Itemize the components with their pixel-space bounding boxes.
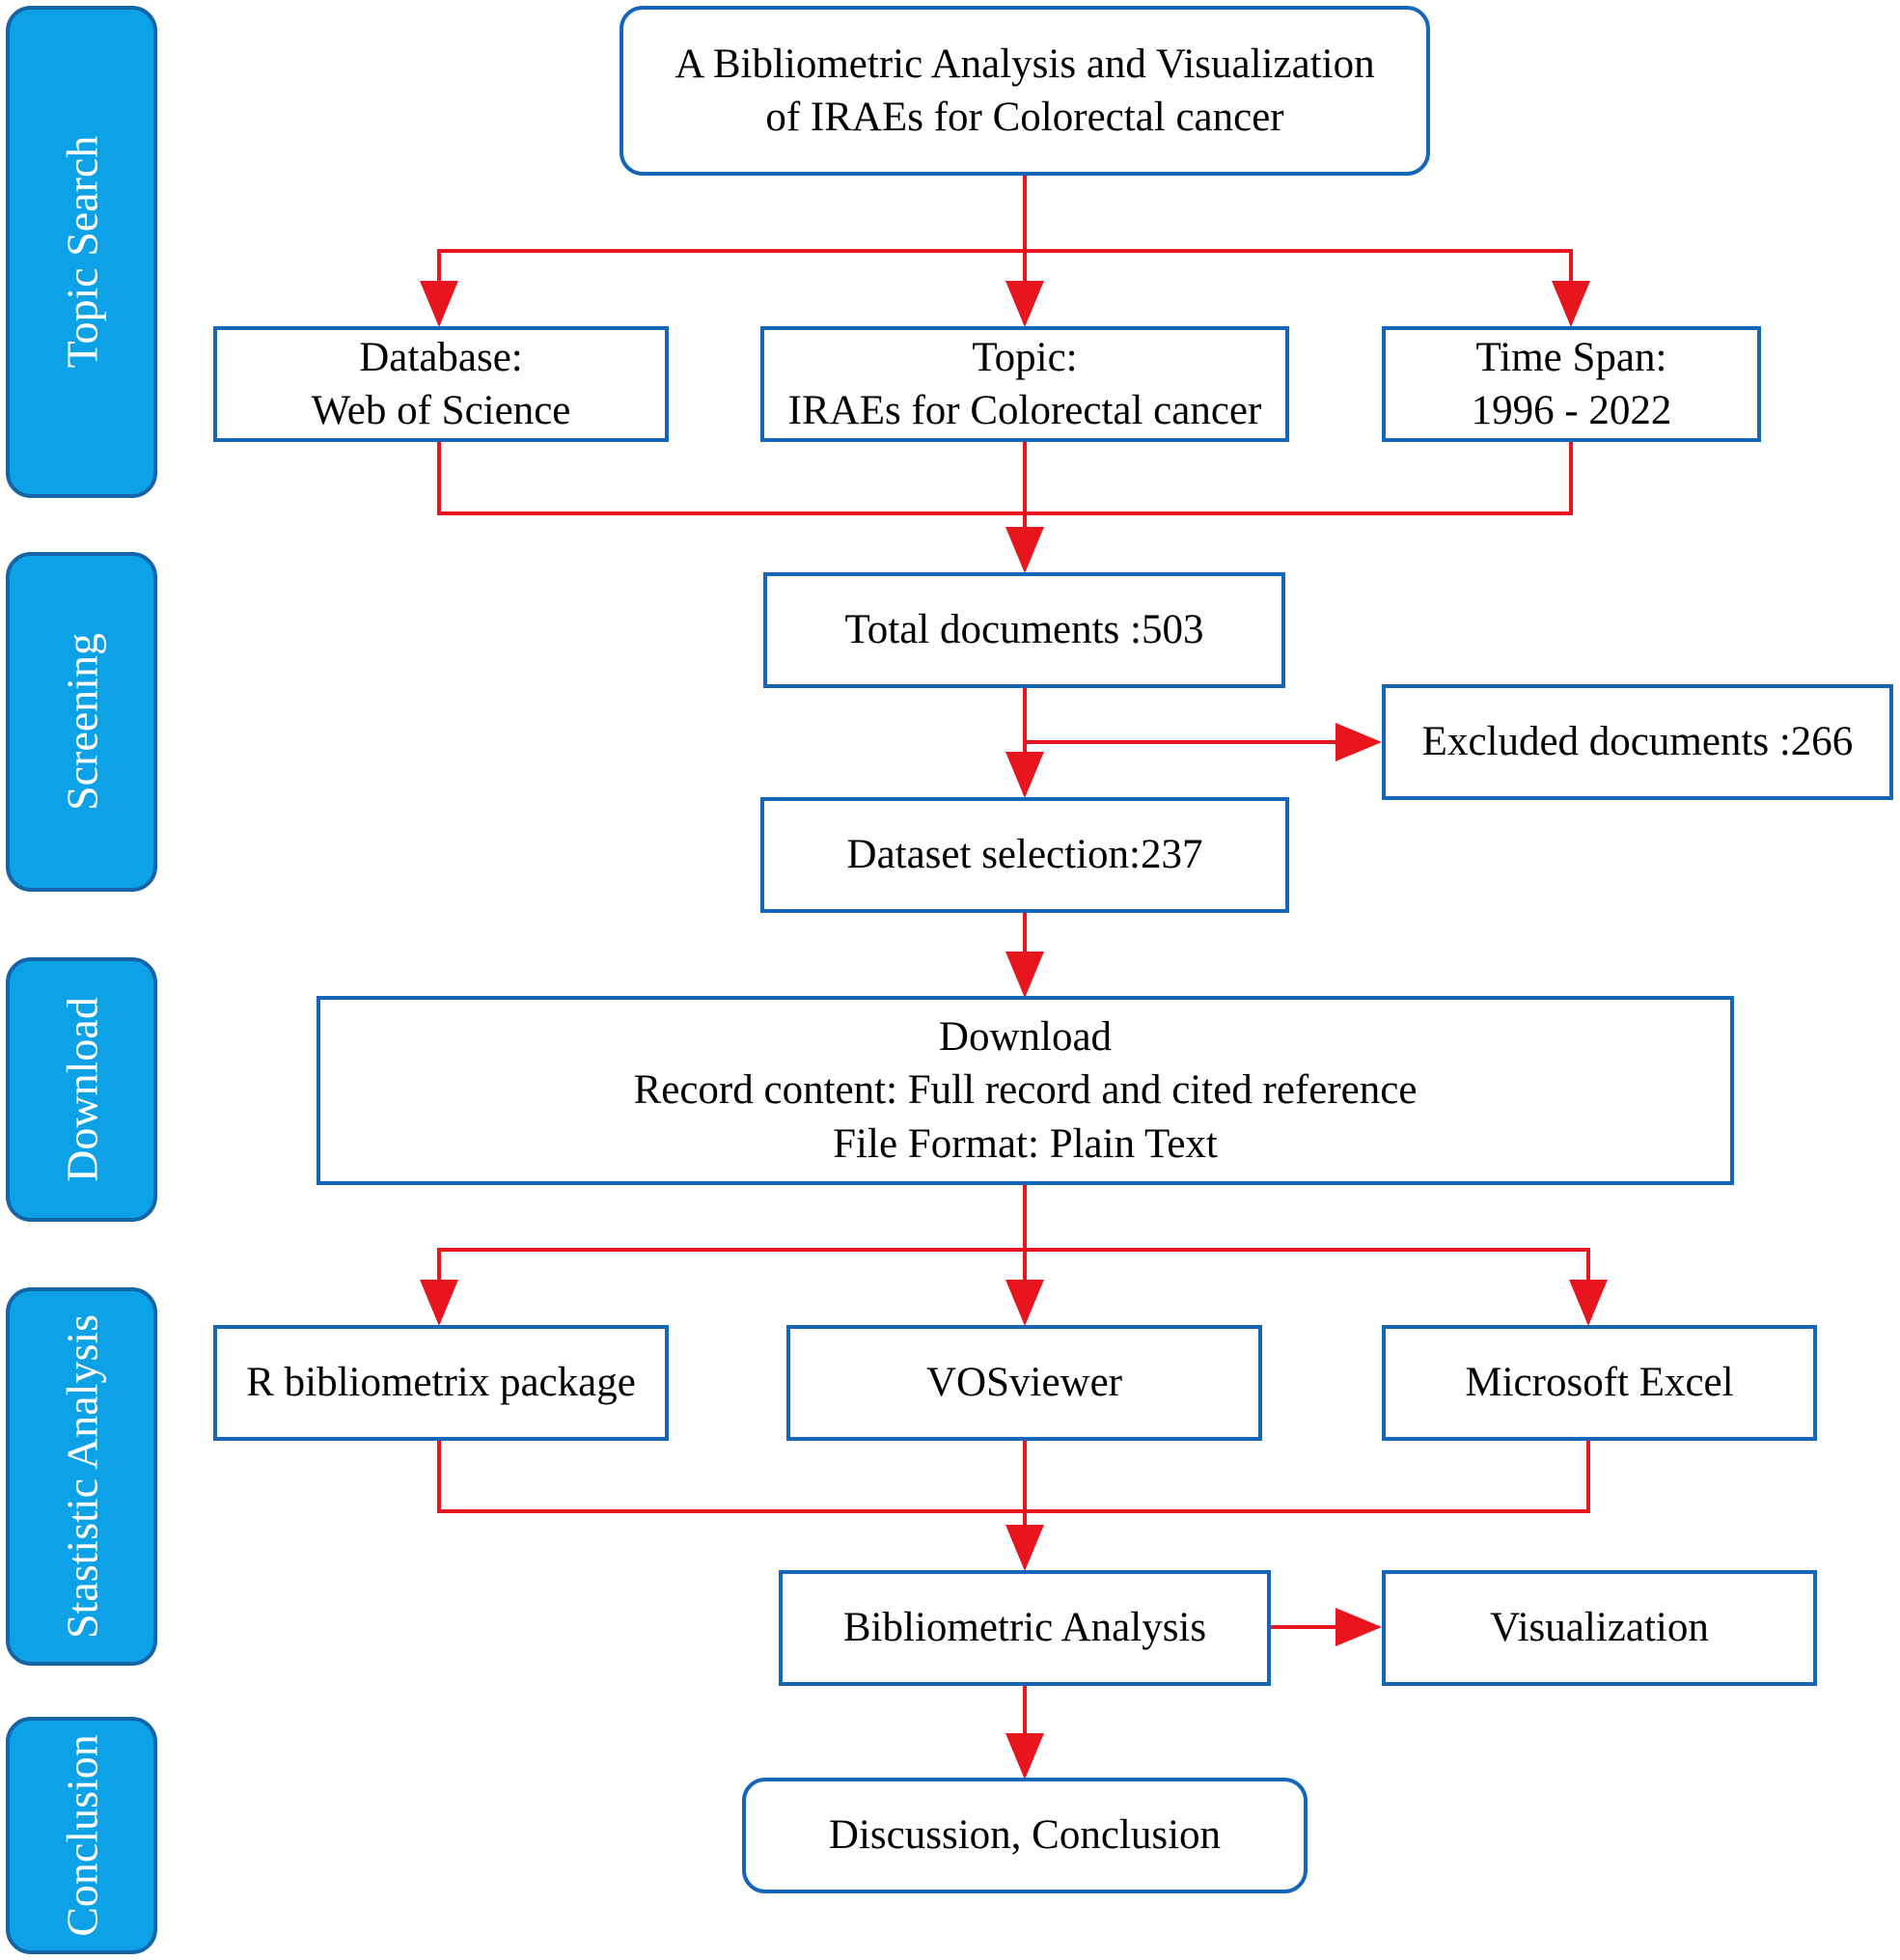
search-merge xyxy=(437,441,1573,515)
topic-node: Topic: IRAEs for Colorectal cancer xyxy=(760,326,1289,442)
stage-download: Download xyxy=(6,957,157,1222)
stage-statistic-analysis: Stastistic Analysis xyxy=(6,1287,157,1666)
download-node: Download Record content: Full record and… xyxy=(317,996,1734,1185)
tools-merge xyxy=(437,1439,1590,1513)
stage-topic-search: Topic Search xyxy=(6,6,157,498)
database-node: Database: Web of Science xyxy=(213,326,669,442)
excluded-documents-node: Excluded documents :266 xyxy=(1382,684,1893,800)
r-bibliometrix-node: R bibliometrix package xyxy=(213,1325,669,1441)
download-split xyxy=(437,1248,1608,1326)
stage-conclusion: Conclusion xyxy=(6,1717,157,1954)
vosviewer-node: VOSviewer xyxy=(786,1325,1262,1441)
visualization-node: Visualization xyxy=(1382,1570,1817,1686)
bibliometric-analysis-node: Bibliometric Analysis xyxy=(779,1570,1271,1686)
microsoft-excel-node: Microsoft Excel xyxy=(1382,1325,1817,1441)
time-span-node: Time Span: 1996 - 2022 xyxy=(1382,326,1761,442)
discussion-conclusion-node: Discussion, Conclusion xyxy=(742,1778,1308,1893)
title-split xyxy=(437,249,1590,327)
stage-screening: Screening xyxy=(6,552,157,892)
dataset-selection-node: Dataset selection:237 xyxy=(760,797,1289,913)
total-documents-node: Total documents :503 xyxy=(763,572,1285,688)
title-node: A Bibliometric Analysis and Visualizatio… xyxy=(620,6,1430,176)
